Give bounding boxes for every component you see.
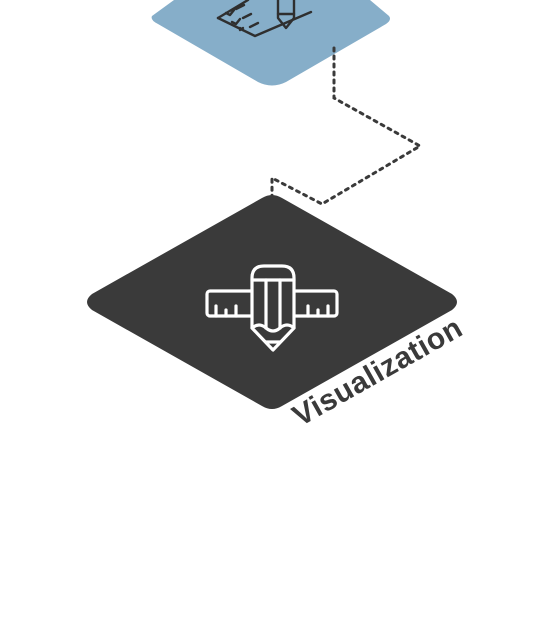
checklist-pencil-icon [216, 0, 313, 38]
upper-tile [151, 0, 390, 86]
pencil-ruler-icon [205, 264, 339, 352]
dotted-connector [270, 46, 424, 206]
lower-tile: Visualization [87, 195, 468, 433]
upper-tile-shape [151, 0, 390, 86]
